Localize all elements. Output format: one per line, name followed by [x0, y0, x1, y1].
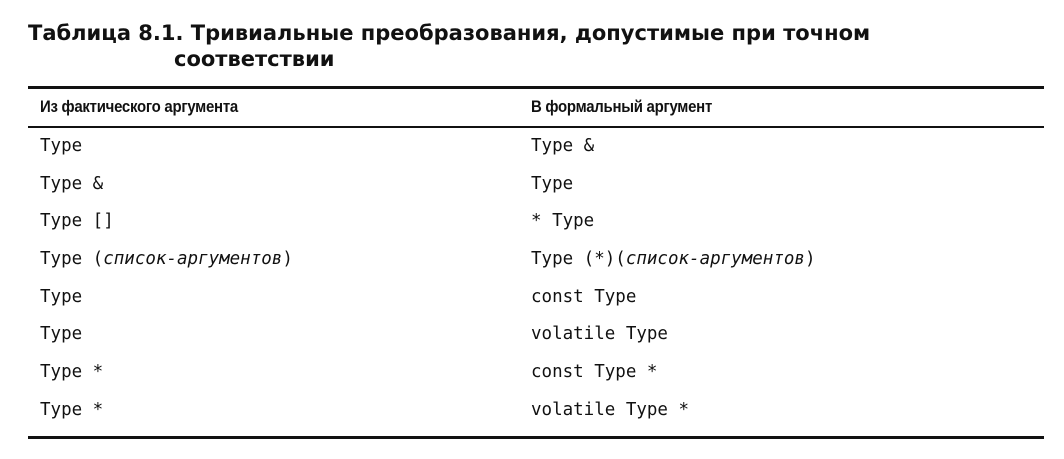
cell-from: Type *	[40, 397, 103, 423]
table-row: Type volatile Type	[0, 321, 1064, 359]
cell-text: Type (	[40, 249, 104, 270]
cell-to: volatile Type	[531, 321, 668, 347]
table-row: Type & Type	[0, 171, 1064, 209]
table-row: Type [] * Type	[0, 208, 1064, 246]
cell-to: Type (*)(список-аргументов)	[531, 246, 816, 272]
cell-from: Type &	[40, 171, 103, 197]
cell-text: Type	[40, 286, 83, 307]
cell-text: volatile Type *	[531, 399, 690, 420]
cell-text: Type *	[40, 362, 104, 383]
cell-text: Type *	[40, 399, 104, 420]
table-row: Type Type &	[0, 133, 1064, 171]
cell-to: Type	[531, 171, 573, 197]
cell-text: Type []	[40, 211, 114, 232]
table-header-rule	[28, 126, 1044, 128]
cell-from: Type (список-аргументов)	[40, 246, 293, 272]
cell-from: Type	[40, 133, 82, 159]
cell-text: Type (*)(	[531, 249, 626, 270]
cell-to: volatile Type *	[531, 397, 689, 423]
table-caption: Таблица 8.1. Тривиальные преобразования,…	[28, 20, 1028, 72]
table-row: Type * volatile Type *	[0, 397, 1064, 435]
cell-text-tail: )	[282, 249, 293, 270]
cell-text: const Type	[531, 286, 637, 307]
table-top-rule	[28, 86, 1044, 89]
cell-to: Type &	[531, 133, 594, 159]
cell-text-tail: )	[804, 249, 816, 270]
cell-text: Type	[40, 324, 83, 345]
cell-from: Type	[40, 284, 82, 310]
cell-to: * Type	[531, 208, 594, 234]
cell-text: Type	[531, 173, 574, 194]
table-row: Type * const Type *	[0, 359, 1064, 397]
cell-italic-text: список-аргументов	[103, 249, 283, 270]
cell-to: const Type *	[531, 359, 657, 385]
cell-text: Type	[40, 136, 83, 156]
header-from-argument: Из фактического аргумента	[40, 97, 238, 116]
cell-text: volatile Type	[531, 324, 668, 345]
cell-text: Type &	[531, 136, 595, 156]
cell-from: Type []	[40, 208, 114, 234]
cell-text: * Type	[531, 211, 595, 232]
cell-text: const Type *	[531, 362, 658, 383]
cell-text: Type &	[40, 173, 104, 194]
cell-italic-text: список-аргументов	[625, 249, 805, 270]
table-body: Type Type & Type & Type Type [] * Type T…	[0, 133, 1064, 435]
cell-from: Type *	[40, 359, 103, 385]
table-row: Type const Type	[0, 284, 1064, 322]
header-to-argument: В формальный аргумент	[531, 97, 713, 116]
table-caption-line-1: Таблица 8.1. Тривиальные преобразования,…	[28, 21, 871, 45]
table-bottom-rule	[28, 436, 1044, 439]
cell-to: const Type	[531, 284, 636, 310]
cell-from: Type	[40, 321, 82, 347]
table-row: Type (список-аргументов) Type (*)(список…	[0, 246, 1064, 284]
table-caption-line-2: соответствии	[174, 47, 335, 71]
